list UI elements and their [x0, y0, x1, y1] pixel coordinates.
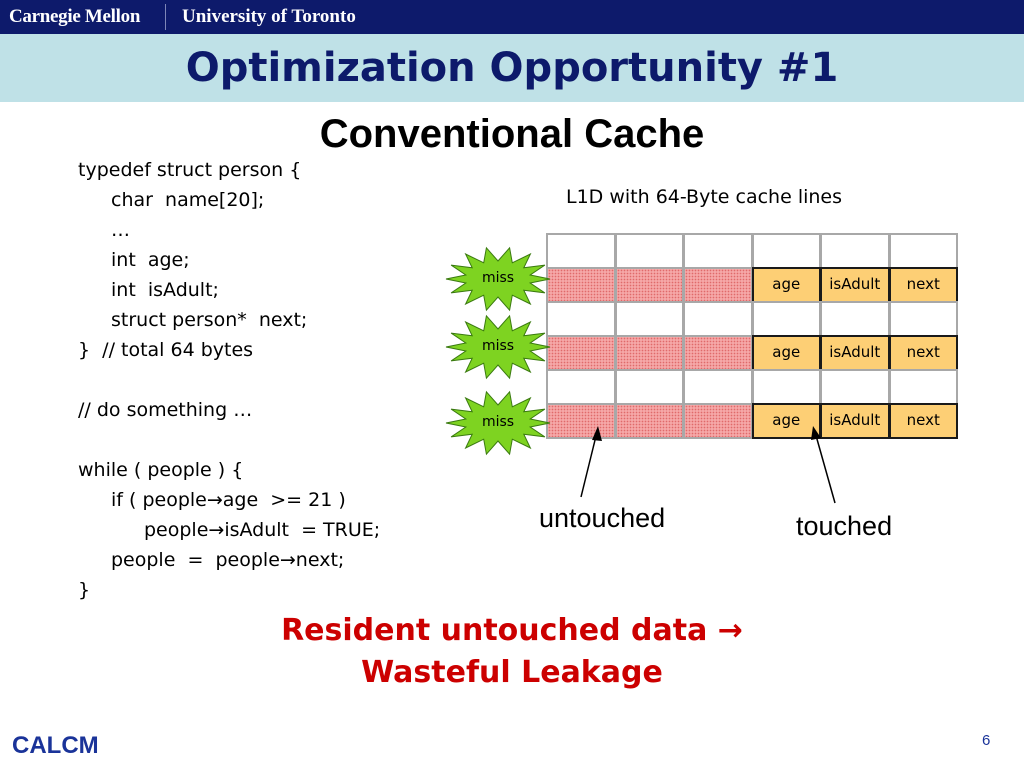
- cache-field-next: next: [888, 335, 958, 371]
- title-bar: Optimization Opportunity #1: [0, 34, 1024, 102]
- cache-caption: L1D with 64-Byte cache lines: [566, 186, 843, 208]
- touched-arrowhead: [811, 426, 821, 440]
- code-line: …: [111, 219, 130, 241]
- code-line: while ( people ) {: [78, 459, 244, 481]
- page-number: 6: [982, 732, 991, 749]
- miss-burst-icon: [445, 246, 551, 312]
- miss-burst-icon: [445, 390, 551, 456]
- code-block: typedef struct person { char name[20]; ……: [78, 155, 380, 605]
- code-line: typedef struct person {: [78, 159, 302, 181]
- conclusion-line-1: Resident untouched data →: [281, 613, 743, 648]
- slide-subtitle: Conventional Cache: [319, 112, 705, 156]
- code-line: int age;: [111, 249, 190, 271]
- code-line: struct person* next;: [111, 309, 308, 331]
- untouched-label: untouched: [539, 503, 666, 533]
- cache-field-age: age: [751, 403, 821, 439]
- university-name-cmu: Carnegie Mellon: [9, 6, 141, 27]
- code-line: }: [78, 579, 91, 601]
- empty-cache-cell: [888, 369, 958, 405]
- miss-label: miss: [481, 414, 515, 430]
- untouched-cache-block: [683, 403, 753, 439]
- untouched-arrowhead: [592, 426, 602, 441]
- conclusion-line-2: Wasteful Leakage: [361, 655, 663, 690]
- miss-burst-shape: [445, 390, 551, 456]
- empty-cache-cell: [614, 233, 684, 269]
- code-line: } // total 64 bytes: [78, 339, 254, 361]
- cache-field-age: age: [751, 267, 821, 303]
- calcm-logo: CALCM: [12, 732, 99, 759]
- untouched-cache-block: [614, 335, 684, 371]
- university-banner: Carnegie Mellon University of Toronto: [0, 0, 1024, 34]
- banner-divider: [165, 4, 166, 30]
- untouched-pointer-arrow: [580, 431, 598, 498]
- untouched-cache-block: [546, 403, 616, 439]
- code-line: people→isAdult = TRUE;: [144, 519, 381, 541]
- code-line: people = people→next;: [111, 549, 345, 571]
- untouched-cache-block: [614, 403, 684, 439]
- empty-cache-cell: [820, 369, 890, 405]
- cache-field-next: next: [888, 267, 958, 303]
- empty-cache-cell: [888, 301, 958, 337]
- code-line: int isAdult;: [111, 279, 219, 301]
- touched-pointer-arrow: [814, 431, 836, 504]
- touched-label: touched: [796, 511, 893, 541]
- cache-field-next: next: [888, 403, 958, 439]
- untouched-cache-block: [683, 267, 753, 303]
- code-line: char name[20];: [111, 189, 265, 211]
- miss-burst-icon: [445, 314, 551, 380]
- miss-label: miss: [481, 338, 515, 354]
- miss-label: miss: [481, 270, 515, 286]
- code-line: // do something …: [78, 399, 253, 421]
- slide-title: Optimization Opportunity #1: [185, 45, 839, 91]
- university-name-toronto: University of Toronto: [182, 6, 356, 27]
- miss-burst-shape: [445, 246, 551, 312]
- conclusion-text: Resident untouched data → Wasteful Leaka…: [212, 610, 812, 694]
- untouched-cache-block: [683, 335, 753, 371]
- miss-burst-shape: [445, 314, 551, 380]
- code-line: if ( people→age >= 21 ): [111, 489, 346, 511]
